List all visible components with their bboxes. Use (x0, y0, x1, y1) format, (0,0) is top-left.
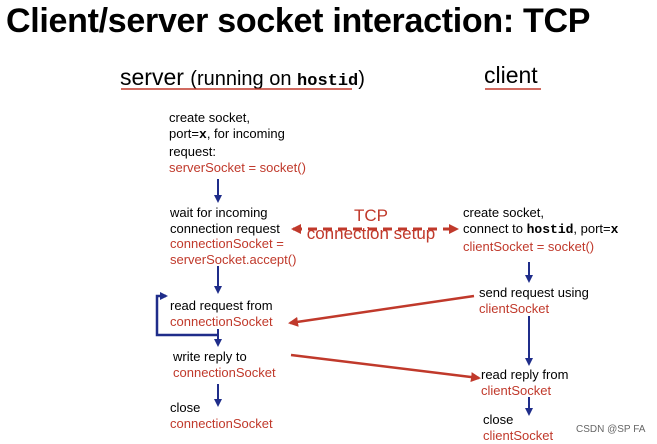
server-loop-arrow (155, 292, 218, 337)
server-write-block: write reply to connectionSocket (173, 349, 276, 380)
server-wait-line1: wait for incoming (170, 205, 268, 220)
client-create-line1: create socket, (463, 205, 544, 220)
reply-arrow (290, 353, 481, 382)
server-create-line2: port=x, for incoming (169, 126, 306, 143)
client-create-connect-label: connect to (463, 220, 527, 236)
client-create-port-var: x (610, 221, 619, 237)
server-wait-code1: connectionSocket = (170, 236, 284, 251)
server-write-line1: write reply to (173, 349, 247, 364)
server-close-code: connectionSocket (170, 415, 273, 431)
server-wait-code2: serverSocket.accept() (170, 251, 297, 267)
server-create-block: create socket, port=x, for incoming requ… (169, 110, 306, 175)
server-write-code: connectionSocket (173, 364, 276, 380)
tcp-label-line1: TCP (354, 206, 388, 225)
client-header: client (484, 62, 538, 88)
server-create-port-var: x (199, 126, 207, 142)
client-read-line1: read reply from (481, 367, 569, 382)
server-label: server (120, 64, 184, 90)
server-close-block: close connectionSocket (170, 400, 273, 431)
server-paren-close: ) (358, 68, 365, 90)
request-arrow (288, 294, 475, 327)
server-read-code: connectionSocket (170, 313, 273, 329)
server-create-port-post: , for incoming (206, 125, 285, 141)
server-paren-open: (running on (190, 68, 298, 90)
server-create-code: serverSocket = socket() (169, 159, 306, 175)
watermark: CSDN @SP FA (576, 424, 646, 435)
server-read-block: read request from connectionSocket (170, 298, 273, 329)
server-hostid: hostid (297, 72, 359, 91)
server-create-line3: request: (169, 144, 216, 159)
server-close-line1: close (170, 400, 201, 415)
client-create-line2: connect to hostid, port=x (463, 221, 618, 238)
client-close-code: clientSocket (483, 427, 554, 443)
server-wait-line2: connection request (170, 220, 280, 236)
client-create-hostid: hostid (526, 221, 574, 237)
client-close-line1: close (483, 412, 514, 427)
server-wait-block: wait for incoming connection request con… (170, 205, 296, 267)
client-send-block: send request using clientSocket (479, 285, 589, 316)
server-create-port-label: port= (169, 125, 199, 141)
client-read-block: read reply from clientSocket (481, 367, 568, 398)
server-read-line1: read request from (170, 298, 273, 313)
server-header: server (running on hostid) (120, 64, 365, 91)
client-create-code: clientSocket = socket() (463, 239, 595, 254)
client-read-code: clientSocket (481, 382, 552, 398)
server-create-line1: create socket, (169, 110, 250, 125)
client-send-code: clientSocket (479, 300, 550, 316)
page-title: Client/server socket interaction: TCP (6, 2, 591, 40)
client-create-port-label: , port= (573, 220, 611, 236)
client-close-block: close clientSocket (483, 412, 553, 443)
client-create-block: create socket, connect to hostid, port=x… (463, 205, 618, 255)
client-send-line1: send request using (479, 285, 589, 300)
